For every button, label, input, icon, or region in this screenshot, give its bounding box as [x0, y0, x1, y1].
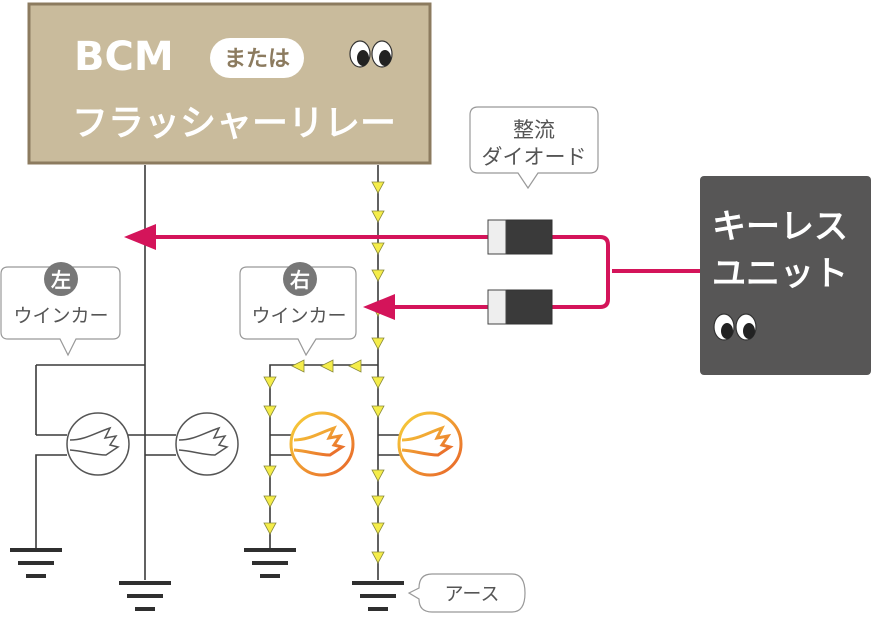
rectifier-diode-callout: 整流 ダイオード: [469, 106, 599, 190]
rectifier-diode-label-2: ダイオード: [482, 145, 587, 169]
rectifier-diode-label-1: 整流: [513, 118, 555, 142]
eyes-icon: [713, 313, 757, 341]
signal-arrowheads: [124, 224, 395, 320]
ground-icon: [10, 548, 62, 578]
right-winker-callout: 右 ウインカー: [239, 262, 357, 357]
ground-icon: [352, 581, 404, 611]
left-bulb-icon: [66, 412, 130, 476]
earth-callout: アース: [407, 573, 526, 613]
diode-icon: [487, 219, 553, 255]
arrow-left-icon: [124, 224, 156, 250]
left-winker-label: ウインカー: [13, 305, 108, 327]
or-badge-label: または: [224, 47, 290, 72]
diode-icon: [487, 289, 553, 325]
ground-symbols: [10, 548, 404, 611]
keyless-unit-title: キーレス: [712, 207, 848, 247]
bcm-box: BCM または フラッシャーリレー: [27, 2, 432, 165]
signal-lines: [140, 235, 700, 309]
ground-icon: [244, 548, 296, 578]
left-winker-badge: 左: [51, 268, 71, 292]
right-winker-badge: 右: [290, 268, 310, 292]
or-badge: [210, 38, 304, 78]
left-badge: [44, 262, 78, 296]
keyless-unit-box: キーレス ユニット: [700, 176, 871, 375]
bcm-title: BCM: [74, 34, 174, 80]
left-bulb-icon: [175, 412, 239, 476]
right-badge: [283, 262, 317, 296]
left-winker-callout: 左 ウインカー: [0, 262, 121, 357]
earth-label: アース: [445, 583, 500, 605]
right-bulb-icon: [397, 411, 463, 477]
right-winker-label: ウインカー: [251, 305, 346, 327]
arrow-left-icon: [363, 294, 395, 320]
ground-icon: [119, 581, 171, 611]
current-flow-arrows: [263, 181, 385, 564]
wires: [35, 165, 400, 580]
right-bulb-icon: [289, 411, 355, 477]
bcm-subtitle: フラッシャーリレー: [72, 103, 396, 144]
keyless-unit-subtitle: ユニット: [712, 254, 848, 294]
eyes-icon: [349, 40, 393, 68]
